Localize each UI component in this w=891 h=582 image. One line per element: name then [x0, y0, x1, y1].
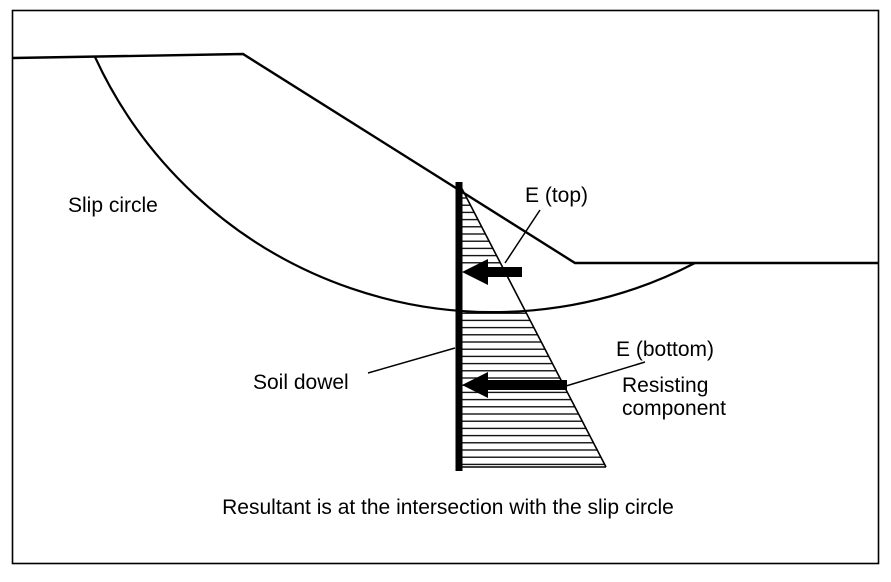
e-top-label: E (top) — [525, 184, 588, 207]
e-top-leader-line — [504, 209, 541, 264]
resisting-component-label-line1: Resisting — [622, 374, 708, 397]
e-top-arrow — [462, 259, 522, 285]
pressure-diagram-hypotenuse — [458, 182, 607, 468]
soil-dowel-label: Soil dowel — [253, 371, 349, 394]
e-bottom-arrow — [462, 372, 567, 398]
figure-border — [11, 9, 880, 565]
slip-circle-label: Slip circle — [68, 194, 158, 217]
soil-dowel-leader-line — [367, 347, 456, 374]
slip-circle-curve — [94, 56, 696, 314]
figure-caption: Resultant is at the intersection with th… — [222, 496, 674, 519]
ground-surface-line — [12, 52, 878, 265]
e-bottom-leader-line — [565, 361, 646, 387]
resisting-component-label-line2: component — [622, 397, 726, 420]
e-bottom-label: E (bottom) — [616, 338, 714, 361]
